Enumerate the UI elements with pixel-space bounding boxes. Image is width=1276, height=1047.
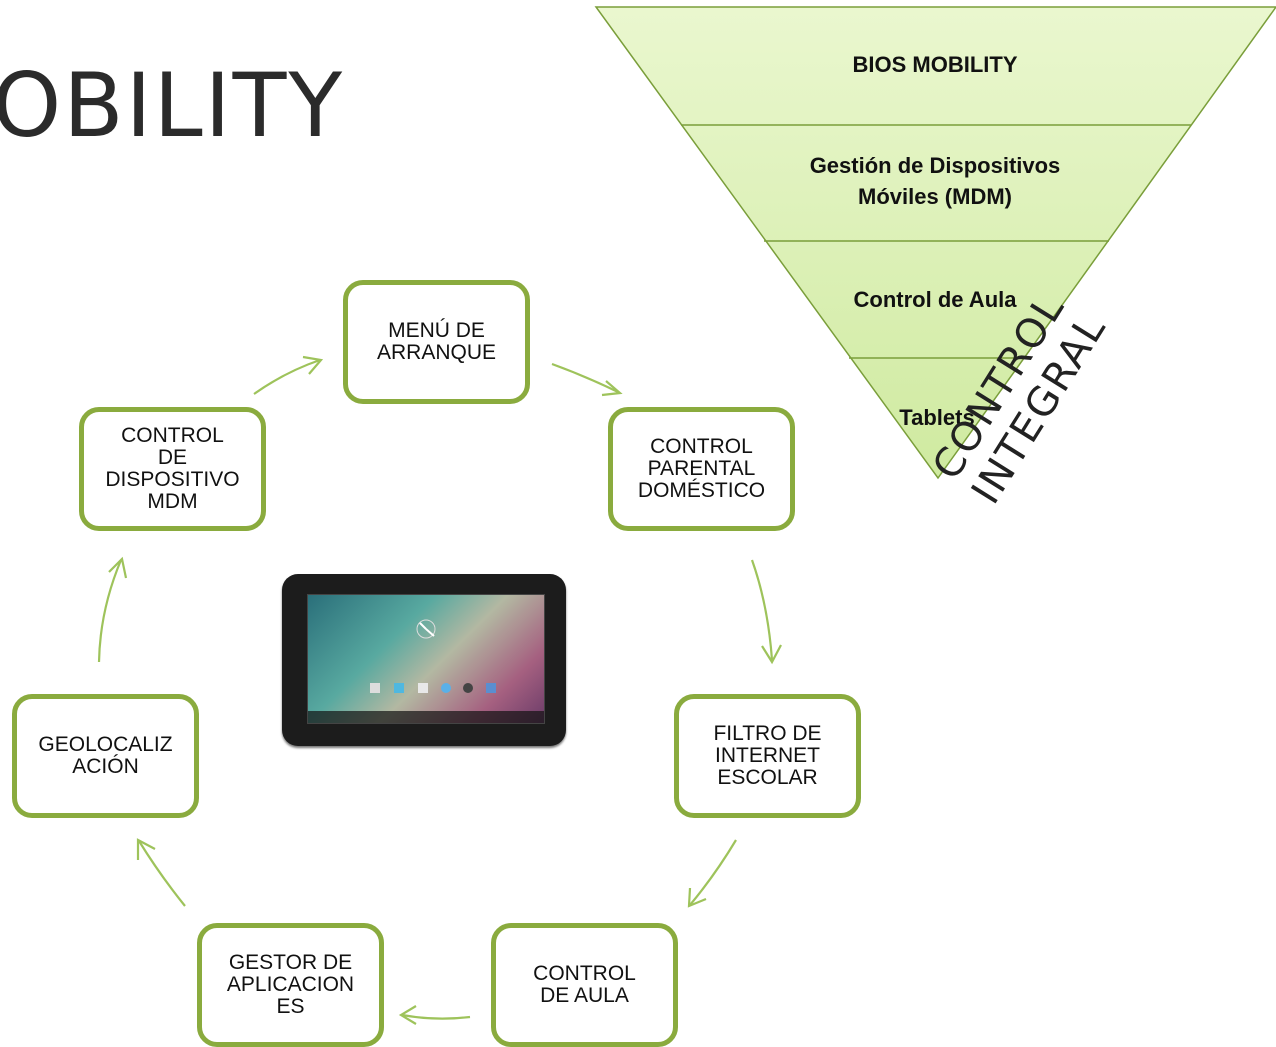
phone-icon	[394, 683, 404, 693]
node-label: GESTOR DE APLICACION ES	[226, 950, 355, 1019]
arrow	[253, 358, 321, 395]
arrowhead	[761, 644, 782, 665]
node-filtro-internet: FILTRO DE INTERNET ESCOLAR	[674, 694, 861, 818]
node-control-parental: CONTROL PARENTAL DOMÉSTICO	[608, 407, 795, 531]
tablet-screen	[307, 594, 545, 724]
node-label: GEOLOCALIZ ACIÓN	[38, 732, 173, 778]
pyramid-level-label: Tablets	[899, 405, 975, 430]
app-icon	[370, 683, 380, 693]
page-title: OBILITY	[0, 54, 345, 157]
tablet-ui	[308, 619, 544, 723]
arrow	[138, 840, 186, 907]
node-control-dispositivo: CONTROL DE DISPOSITIVO MDM	[79, 407, 266, 531]
app-icon	[486, 683, 496, 693]
node-control-aula: CONTROL DE AULA	[491, 923, 678, 1047]
pyramid-level-aula: Control de Aula	[780, 285, 1090, 316]
arrowhead	[108, 556, 128, 579]
node-label: CONTROL DE AULA	[533, 961, 636, 1007]
node-label: CONTROL PARENTAL DOMÉSTICO	[637, 434, 766, 503]
arrowhead	[601, 380, 623, 397]
arrowhead	[136, 838, 156, 860]
arrowhead	[302, 355, 324, 375]
node-label: CONTROL DE DISPOSITIVO MDM	[105, 423, 240, 514]
arrow	[401, 1013, 471, 1020]
arrowhead	[687, 887, 707, 908]
node-label: MENÚ DE ARRANQUE	[376, 318, 497, 364]
cycle-arrows	[97, 355, 782, 1025]
arrow	[551, 362, 619, 393]
browser-icon	[441, 683, 451, 693]
nav-bar	[308, 711, 544, 723]
arrowhead	[398, 1005, 417, 1025]
pyramid-level-tablets: Tablets	[880, 403, 994, 434]
node-geolocalizacion: GEOLOCALIZ ACIÓN	[12, 694, 199, 818]
pyramid-level-label: Control de Aula	[853, 287, 1017, 312]
arrow	[689, 839, 737, 906]
clock-hand	[425, 628, 435, 637]
node-gestor-aplicaciones: GESTOR DE APLICACION ES	[197, 923, 384, 1047]
camera-icon	[463, 683, 473, 693]
clock-icon	[416, 619, 436, 639]
node-menu-arranque: MENÚ DE ARRANQUE	[343, 280, 530, 404]
arrow	[750, 559, 774, 661]
tablet-image	[282, 574, 566, 746]
pyramid-level-bios: BIOS MOBILITY	[780, 50, 1090, 81]
clock-hand	[419, 622, 427, 630]
arrow	[97, 559, 123, 663]
node-label: FILTRO DE INTERNET ESCOLAR	[713, 721, 822, 790]
app-icon	[418, 683, 428, 693]
pyramid-level-label: Gestión de Dispositivos Móviles (MDM)	[809, 153, 1061, 209]
pyramid-level-label: BIOS MOBILITY	[852, 52, 1018, 77]
pyramid-level-mdm: Gestión de Dispositivos Móviles (MDM)	[780, 151, 1090, 213]
